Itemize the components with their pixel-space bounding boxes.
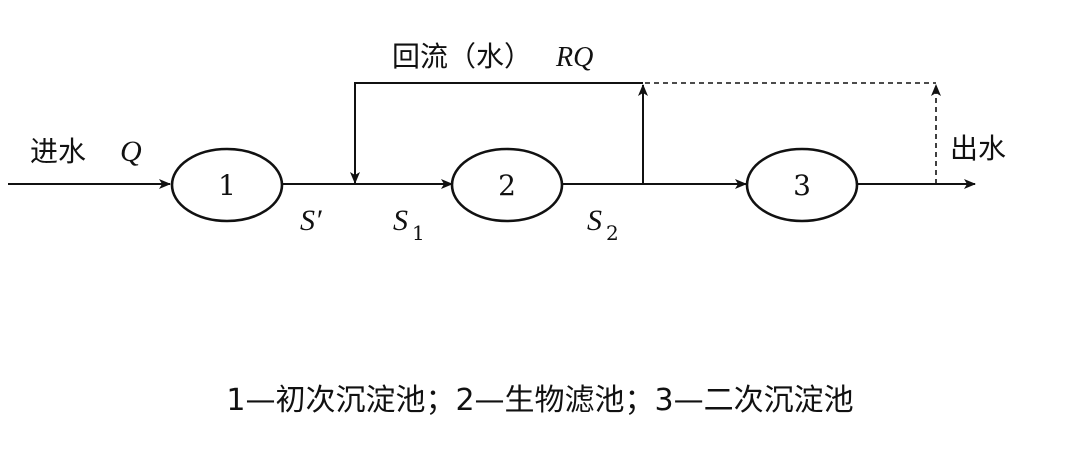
legend-caption: 1—初次沉淀池；2—生物滤池；3—二次沉淀池 <box>226 383 853 418</box>
node-1-label: 1 <box>218 169 236 202</box>
s1-base: S <box>393 204 408 237</box>
node-2-label: 2 <box>498 169 516 202</box>
recycle-symbol: RQ <box>555 42 593 73</box>
outflow-label: 出水 <box>950 132 1006 165</box>
s1-label: S 1 <box>393 204 425 245</box>
s2-base: S <box>587 204 602 237</box>
recycle-return-line <box>350 82 643 184</box>
recycle-label: 回流（水） <box>392 40 532 73</box>
s2-sub: 2 <box>606 221 619 245</box>
s1-sub: 1 <box>412 221 425 245</box>
inflow-symbol: Q <box>120 135 142 168</box>
s-prime-label: S′ <box>300 204 322 237</box>
node-3-label: 3 <box>793 169 811 202</box>
inflow-label: 进水 <box>30 135 86 168</box>
s2-label: S 2 <box>587 204 619 245</box>
